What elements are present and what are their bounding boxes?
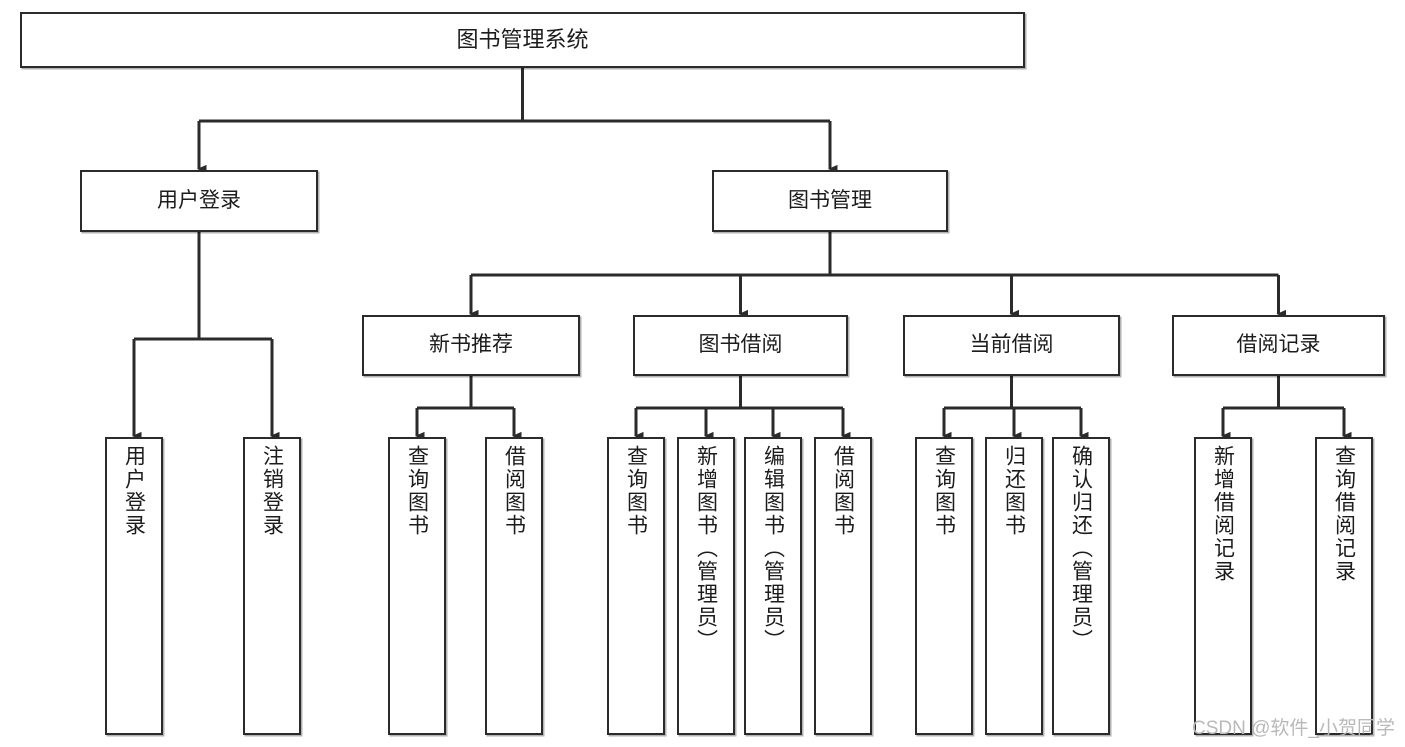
- node-borrow-record[interactable]: 借阅记录: [1172, 315, 1385, 376]
- node-label-leaf-add-record: 新增借阅记录: [1211, 445, 1235, 583]
- node-leaf-query-book-b[interactable]: 查询图书: [607, 437, 665, 735]
- node-label-root: 图书管理系统: [456, 27, 589, 53]
- node-leaf-add-record[interactable]: 新增借阅记录: [1194, 437, 1252, 735]
- node-label-leaf-query-book-c: 查询图书: [932, 445, 956, 537]
- node-label-new-book-rec: 新书推荐: [429, 333, 513, 357]
- node-leaf-edit-book[interactable]: 编辑图书（管理员）: [744, 437, 802, 735]
- node-label-leaf-query-record: 查询借阅记录: [1332, 445, 1356, 583]
- node-label-borrow-record: 借阅记录: [1236, 333, 1321, 357]
- node-label-leaf-query-book-rec: 查询图书: [405, 445, 429, 537]
- node-new-book-rec[interactable]: 新书推荐: [362, 315, 580, 376]
- node-label-leaf-logout: 注销登录: [260, 445, 284, 537]
- node-label-leaf-user-login: 用户登录: [122, 445, 146, 537]
- node-label-current-borrow: 当前借阅: [969, 333, 1054, 357]
- node-book-manage[interactable]: 图书管理: [712, 170, 948, 232]
- node-label-user-login: 用户登录: [157, 188, 241, 212]
- node-leaf-confirm-return[interactable]: 确认归还（管理员）: [1052, 437, 1110, 735]
- node-label-leaf-query-book-b: 查询图书: [624, 445, 648, 537]
- node-leaf-query-record[interactable]: 查询借阅记录: [1315, 437, 1373, 735]
- node-label-leaf-return-book: 归还图书: [1002, 445, 1026, 537]
- node-leaf-query-book-rec[interactable]: 查询图书: [388, 437, 446, 735]
- node-label-leaf-confirm-return: 确认归还（管理员）: [1069, 445, 1093, 652]
- node-leaf-logout[interactable]: 注销登录: [243, 437, 301, 735]
- node-leaf-user-login[interactable]: 用户登录: [105, 437, 163, 735]
- node-leaf-add-book[interactable]: 新增图书（管理员）: [677, 437, 735, 735]
- node-book-borrow[interactable]: 图书借阅: [633, 315, 848, 376]
- node-label-leaf-add-book: 新增图书（管理员）: [694, 445, 718, 652]
- node-leaf-borrow-book-rec[interactable]: 借阅图书: [485, 437, 543, 735]
- node-label-book-borrow: 图书借阅: [698, 333, 783, 357]
- node-user-login[interactable]: 用户登录: [80, 170, 318, 232]
- node-current-borrow[interactable]: 当前借阅: [903, 315, 1120, 376]
- node-root[interactable]: 图书管理系统: [20, 12, 1025, 68]
- node-leaf-return-book[interactable]: 归还图书: [985, 437, 1043, 735]
- node-label-book-manage: 图书管理: [788, 188, 872, 212]
- node-leaf-borrow-book-b[interactable]: 借阅图书: [814, 437, 872, 735]
- node-leaf-query-book-c[interactable]: 查询图书: [915, 437, 973, 735]
- node-label-leaf-borrow-book-b: 借阅图书: [831, 445, 855, 537]
- node-label-leaf-edit-book: 编辑图书（管理员）: [761, 445, 785, 652]
- node-label-leaf-borrow-book-rec: 借阅图书: [502, 445, 526, 537]
